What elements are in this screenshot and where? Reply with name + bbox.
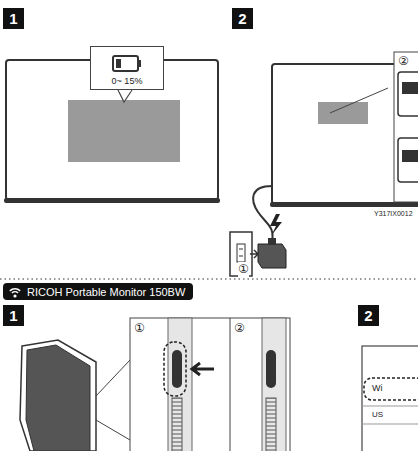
wall-outlet	[230, 232, 252, 276]
battery-icon	[112, 55, 142, 72]
node-text: 0~ 15%	[112, 76, 143, 86]
step-number: 1	[3, 8, 24, 29]
node-text: 1	[9, 307, 17, 324]
plug-arrow	[250, 250, 258, 258]
node-text: 2	[364, 307, 372, 324]
charger	[258, 214, 286, 268]
bubble-pointer	[118, 90, 132, 102]
step-number: 1	[3, 305, 24, 326]
wifi-icon	[7, 285, 23, 298]
title-tag: RICOH Portable Monitor 150BW	[3, 283, 193, 300]
step-number: 2	[232, 8, 253, 29]
callout-number: ②	[234, 321, 245, 335]
menu-screen	[362, 346, 418, 451]
menu-text: US	[372, 410, 383, 420]
callout-number: ①	[134, 321, 145, 335]
callout-boxes	[394, 52, 418, 202]
node-text: 2	[238, 10, 246, 27]
callout-bubble: 0~ 15%	[90, 46, 164, 90]
node-text: 1	[9, 10, 17, 27]
menu-text: Wi	[372, 383, 383, 394]
node-text: RICOH Portable Monitor 150BW	[27, 286, 185, 298]
zoom-panel	[130, 318, 290, 451]
callout-number: ①	[238, 262, 249, 276]
monitor-1	[4, 60, 220, 203]
usb-cable	[253, 186, 272, 242]
laptop	[20, 340, 130, 451]
divider	[0, 278, 418, 280]
figure-code: Y317IX0012	[374, 210, 413, 218]
step-number: 2	[358, 305, 379, 326]
callout-number: ②	[398, 54, 409, 68]
